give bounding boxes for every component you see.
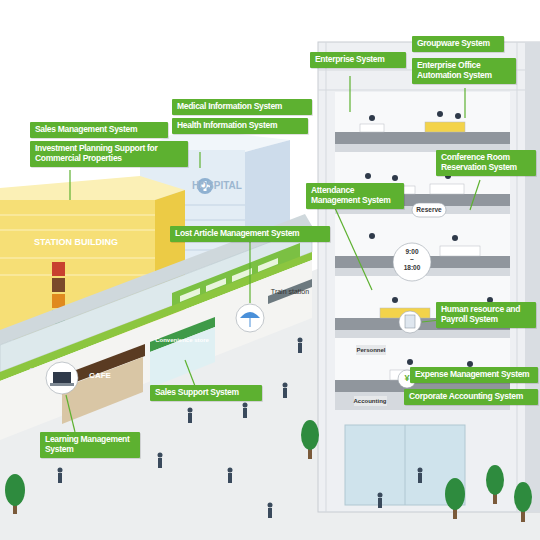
clock-text: 18:00 — [404, 265, 421, 272]
callout-text: Health Information System — [177, 121, 303, 131]
station-sign: Train station — [271, 288, 309, 295]
station-shops — [0, 260, 312, 440]
people — [58, 338, 423, 519]
system-callout: Enterprise System — [310, 52, 406, 68]
callout-text: Corporate Accounting System — [409, 392, 533, 402]
system-callout: Corporate Accounting System — [404, 389, 538, 405]
system-callout: Enterprise Office Automation System — [412, 58, 516, 84]
shop-sign: Convenience store — [155, 337, 209, 343]
callout-text: Medical Information System — [177, 102, 307, 112]
callout-text: Attendance Management System — [311, 186, 399, 206]
callout-text: Lost Article Management System — [175, 229, 325, 239]
icon-bubbles — [46, 203, 446, 406]
system-callout: Health Information System — [172, 118, 308, 134]
building-sign: HOSPITAL — [192, 181, 242, 191]
system-callout: Expense Management System — [410, 367, 538, 383]
callout-text: Learning Management System — [45, 435, 135, 455]
callout-text: Human resource and Payroll System — [441, 305, 531, 325]
clock-text: ~ — [410, 257, 414, 264]
callout-text: Enterprise System — [315, 55, 401, 65]
office-tower — [318, 42, 540, 512]
clock-text: 9:00 — [405, 249, 418, 256]
callout-text: Conference Room Reservation System — [441, 153, 531, 173]
callout-text: Investment Planning Support for Commerci… — [35, 144, 183, 164]
building-sign: STATION BUILDING — [34, 238, 118, 247]
system-callout: Investment Planning Support for Commerci… — [30, 141, 188, 167]
bubble-text: ¥ — [404, 374, 409, 383]
callout-text: Enterprise Office Automation System — [417, 61, 511, 81]
callout-text: Sales Support System — [155, 388, 257, 398]
system-callout: Sales Support System — [150, 385, 262, 401]
system-callout: Human resource and Payroll System — [436, 302, 536, 328]
room-sign: Accounting — [354, 398, 387, 404]
room-sign: Personnel — [356, 347, 385, 353]
system-callout: Conference Room Reservation System — [436, 150, 536, 176]
callout-text: Groupware System — [417, 39, 499, 49]
callout-text: Expense Management System — [415, 370, 533, 380]
system-callout: Groupware System — [412, 36, 504, 52]
system-callout: Attendance Management System — [306, 183, 404, 209]
system-callout: Sales Management System — [30, 122, 168, 138]
callout-text: Sales Management System — [35, 125, 163, 135]
bubble-text: Reserve — [416, 207, 441, 214]
trees — [5, 420, 532, 522]
shop-sign: CAFE — [89, 372, 111, 380]
system-callout: Lost Article Management System — [170, 226, 330, 242]
system-callout: Learning Management System — [40, 432, 140, 458]
system-callout: Medical Information System — [172, 99, 312, 115]
